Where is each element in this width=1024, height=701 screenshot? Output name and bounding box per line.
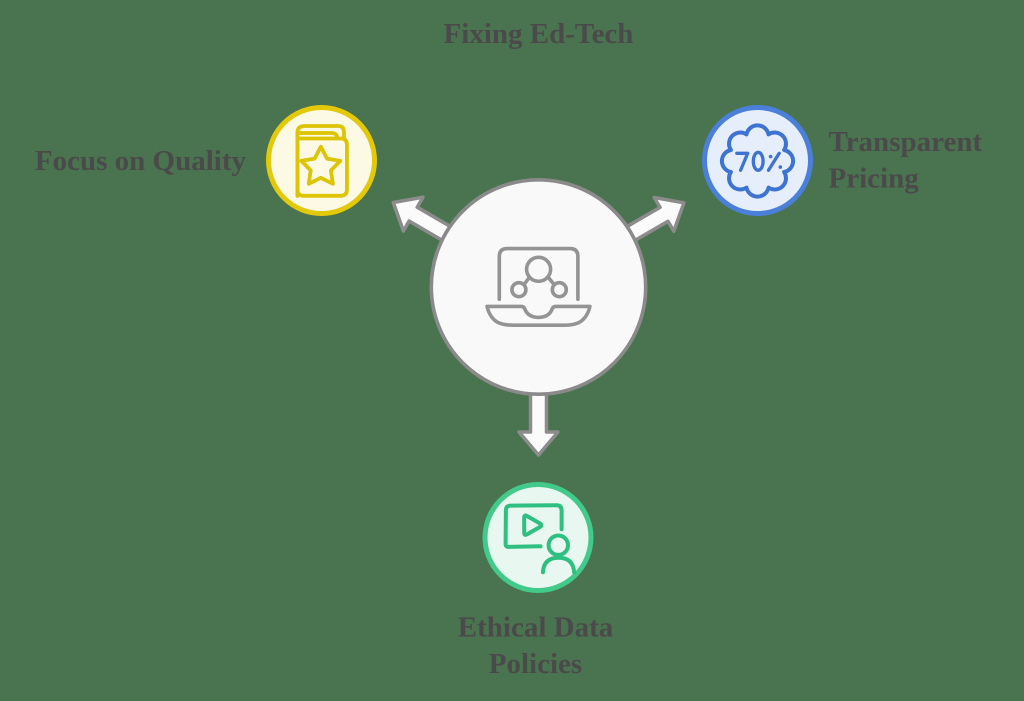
- svg-text:Ethical Data: Ethical Data: [458, 611, 614, 643]
- svg-text:Focus on Quality: Focus on Quality: [35, 145, 247, 177]
- svg-text:Pricing: Pricing: [829, 162, 920, 194]
- svg-text:Fixing Ed-Tech: Fixing Ed-Tech: [444, 18, 634, 50]
- svg-text:Transparent: Transparent: [829, 126, 983, 158]
- svg-text:Policies: Policies: [489, 648, 582, 680]
